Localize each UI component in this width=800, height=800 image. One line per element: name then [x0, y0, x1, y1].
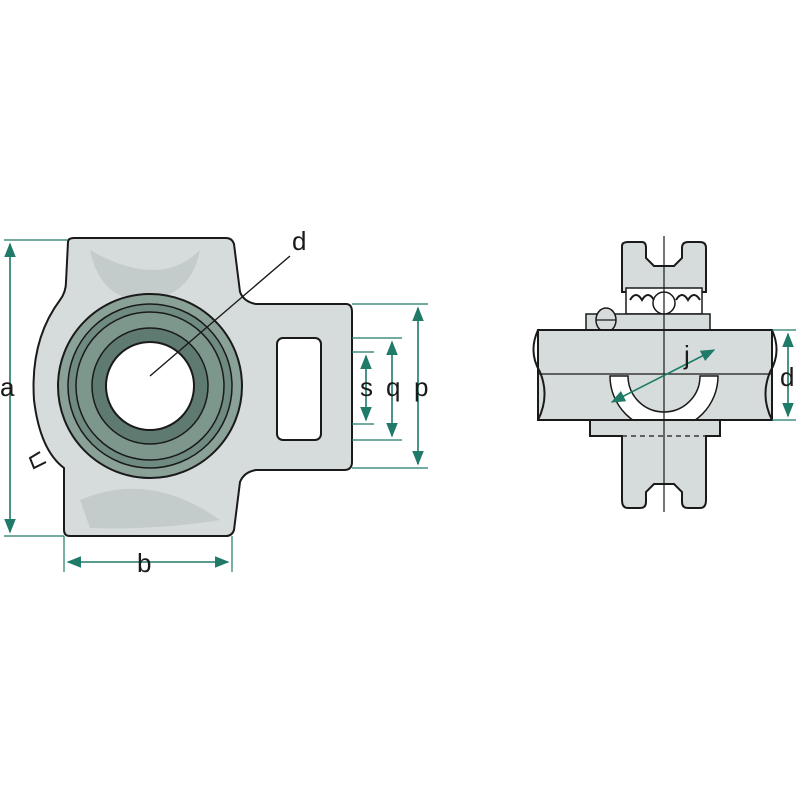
shaft: [537, 329, 773, 421]
label-d-side: d: [780, 362, 794, 392]
label-q: q: [386, 372, 400, 402]
seal-left: [629, 294, 655, 302]
shaft-left-break: [532, 329, 546, 421]
seal-right: [675, 294, 701, 302]
label-s: s: [360, 372, 373, 402]
side-view: j d: [532, 236, 796, 512]
side-housing-bottom: [589, 419, 721, 509]
housing-shade: [90, 250, 200, 300]
housing-shade-lower: [80, 488, 220, 529]
label-d-front: d: [292, 226, 306, 256]
label-p: p: [414, 372, 428, 402]
label-b: b: [137, 548, 151, 578]
grease-nipple: [28, 451, 47, 470]
d-leader-line: [149, 255, 291, 377]
bore-hole: [105, 341, 195, 431]
shaft-right-break: [764, 329, 778, 421]
take-up-slot: [276, 337, 322, 441]
label-a: a: [0, 372, 15, 402]
label-j: j: [683, 340, 690, 370]
j-dimension-line: [610, 349, 716, 403]
front-view: a b d s q p: [0, 226, 428, 578]
